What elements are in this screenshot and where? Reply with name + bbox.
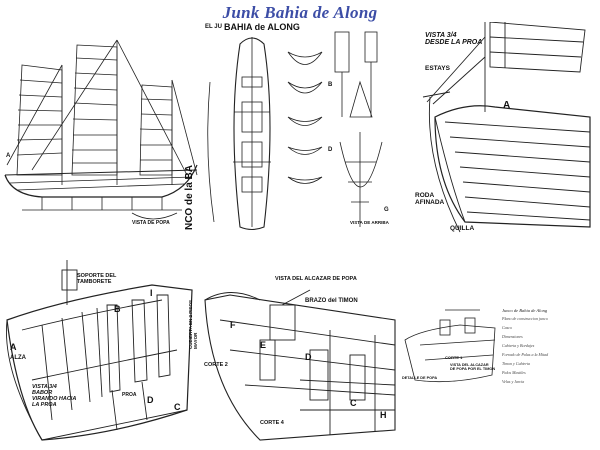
legend-item: Plano de construccion junco xyxy=(502,316,548,321)
bow-view-title: VISTA 3/4 DESDE LA PROA xyxy=(425,32,483,46)
plan-header: BAHIA de ALONG xyxy=(224,22,300,32)
stern-castle-drawing xyxy=(204,289,396,441)
corte-2-label: CORTE 2 xyxy=(204,362,228,368)
plan-view-drawing xyxy=(207,31,383,231)
letter-c: C xyxy=(174,402,181,412)
side-view-sails-panel: JUNCO de la BA VISTA DE POPA A xyxy=(2,25,200,230)
letter-a: A xyxy=(503,100,511,111)
letter-d: D xyxy=(147,395,154,405)
bow-view-drawing xyxy=(422,22,591,233)
legend-item: Timon y Cubierta xyxy=(502,361,531,366)
roda-label: RODA AFINADA xyxy=(415,192,445,206)
legend-item: Cubierta y Bordajes xyxy=(502,343,535,348)
alza-label: ALZA xyxy=(10,355,26,361)
plan-view-panel: EL JU BAHIA de ALONG VISTA DE ARRIBA B D… xyxy=(200,22,400,232)
stern-castle-panel: VISTA DEL ALCAZAR DE POPA BRAZO del TIMO… xyxy=(200,270,400,448)
detail-vista-label: VISTA DEL ALCAZAR DE POPA POR EL TIMON xyxy=(450,363,496,371)
letter-b: B xyxy=(328,82,333,88)
vista-label: VISTA 3/4 BABOR VIRANDO HACIA LA PROA xyxy=(32,384,77,408)
letter-f: F xyxy=(230,320,236,330)
corte-4-label: CORTE 4 xyxy=(260,420,284,426)
letter-d: D xyxy=(305,352,312,362)
estays-label: ESTAYS xyxy=(425,65,450,72)
bow-view-label: VISTA DE ARRIBA xyxy=(350,220,389,225)
letter-b: B xyxy=(114,304,121,314)
letter-e: E xyxy=(260,340,267,350)
stern-view-label: VISTA DE POPA xyxy=(132,220,170,226)
interior-view-drawing xyxy=(6,260,193,441)
letter-c: C xyxy=(350,398,357,408)
detail-legend-panel: CORTE 1 VISTA DEL ALCAZAR DE POPA POR EL… xyxy=(400,300,598,420)
plan-header-prefix: EL JU xyxy=(205,24,222,30)
detail-drawing xyxy=(404,309,496,383)
legend-item: Forrado de Palas a la Mitad xyxy=(502,352,549,357)
interior-view-panel: SOPORTE DEL TAMBORETE B I A ALZA D C VIS… xyxy=(2,260,200,448)
corte-1-label: CORTE 1 xyxy=(445,355,463,360)
junco-vertical-label: JUNCO de la BA xyxy=(184,165,195,230)
legend: Junco de Bahia de Along Plano de constru… xyxy=(502,308,596,388)
legend-item: Dimensiones xyxy=(502,334,523,339)
right-note-label: CUBIERTA EN 2 PISOS MAYOR xyxy=(188,300,198,350)
letter-d: D xyxy=(328,147,333,153)
side-view-drawing xyxy=(4,39,198,220)
legend-item: Velas y Jarcia xyxy=(502,379,525,384)
letter-i: I xyxy=(150,288,153,298)
proa-label: PROA xyxy=(122,392,137,398)
legend-title: Junco de Bahia de Along xyxy=(502,308,548,313)
legend-item: Palos Mastiles xyxy=(502,370,526,375)
bow-three-quarter-panel: VISTA 3/4 DESDE LA PROA ESTAYS A RODA AF… xyxy=(405,22,598,237)
detail-small-label: DETALLE DE POPA xyxy=(402,376,438,380)
soporte-label: SOPORTE DEL TAMBORETE xyxy=(77,273,117,285)
brazo-timon-label: BRAZO del TIMON xyxy=(305,298,358,304)
letter-a: A xyxy=(10,342,17,352)
legend-item: Casco xyxy=(502,325,512,330)
letter-a: A xyxy=(6,153,11,159)
letter-h: H xyxy=(380,410,387,420)
page-title: Junk Bahia de Along xyxy=(222,3,378,22)
quilla-label: QUILLA xyxy=(450,225,475,232)
stern-castle-title: VISTA DEL ALCAZAR DE POPA xyxy=(275,276,357,282)
letter-g: G xyxy=(384,207,389,213)
